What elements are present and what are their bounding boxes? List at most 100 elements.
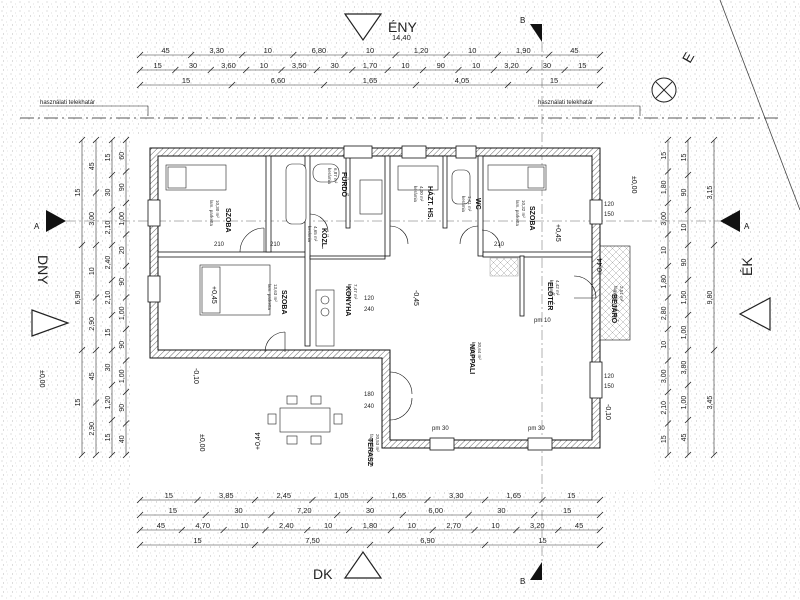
room-area: 7,47 m² — [353, 284, 358, 300]
section-a-left-label: A — [34, 222, 40, 231]
right-dim-col2-label: 10 — [681, 224, 688, 232]
top-dim-row2-tick — [525, 66, 533, 74]
bottom-dim-row2-label: 30 — [234, 506, 242, 515]
top-dim-row2-tick — [207, 66, 215, 74]
bottom-dim-row2-label: 30 — [497, 506, 505, 515]
compass-west-marker: DNY — [31, 255, 70, 337]
bottom-dim-row2-label: 15 — [563, 506, 571, 515]
left-dim-col2-tick — [108, 206, 116, 214]
interior-walls — [157, 155, 593, 347]
bottom-dim-row2-label: 6,00 — [428, 506, 443, 515]
top-dim-row1-label: 10 — [264, 46, 272, 55]
right-dim-col2-tick — [684, 381, 692, 389]
bottom-dim-row1-label: 1,65 — [391, 491, 406, 500]
bottom-dim-row3-label: 45 — [157, 521, 165, 530]
right-dim-col2-label: 1,00 — [681, 396, 688, 410]
left-dim-col3-tick — [122, 262, 130, 270]
top-dim-row3-tick — [596, 81, 604, 89]
left-dim-col3-tick — [122, 451, 130, 459]
opening-210-b: 210 — [270, 242, 281, 248]
left-dim-col2-label: 30 — [105, 364, 112, 372]
left-dim-col4-label: 15 — [75, 189, 82, 197]
level-outside-east: -0,10 — [604, 404, 611, 420]
opening-210-a: 210 — [214, 242, 225, 248]
right-dim-col1-label: 2,80 — [661, 306, 668, 320]
top-dim-row1-label: 45 — [570, 46, 578, 55]
level-zero-terrace: ±0,00 — [198, 434, 205, 452]
top-dim-row3-tick — [228, 81, 236, 89]
room-area: 4,65 m² — [313, 226, 318, 242]
bottom-dim-row1-tick — [366, 496, 374, 504]
left-dim-col4-tick — [78, 346, 86, 354]
bottom-dim-row4-tick — [596, 541, 604, 549]
opening-120-b: 120 — [604, 202, 615, 208]
top-dim-row1-label: 1,90 — [516, 46, 531, 55]
room-floor: kerámia — [347, 284, 352, 301]
bottom-dim-row1-tick — [251, 496, 259, 504]
right-dim-col2-tick — [684, 451, 692, 459]
level-zero-left: ±0,00 — [38, 370, 45, 388]
room-name: KONYHA — [344, 286, 351, 316]
room-name: SZOBA — [528, 206, 535, 231]
left-dim-col3-label: 40 — [119, 435, 126, 443]
bottom-dim-row2-tick — [136, 511, 144, 519]
bottom-dim-row3-label: 10 — [491, 521, 499, 530]
top-total-dimension: 14,40 — [392, 33, 411, 42]
bottom-dim-row3-label: 10 — [408, 521, 416, 530]
right-dim-col2-tick — [684, 206, 692, 214]
room-floor: lam. parketta — [209, 200, 214, 227]
room-name: KÖZL. — [320, 228, 329, 249]
top-dim-row3-tick — [320, 81, 328, 89]
sill-pm30-b: pm 30 — [528, 426, 545, 432]
right-dim-col2-tick — [684, 311, 692, 319]
bottom-dim-row2-tick — [399, 511, 407, 519]
bottom-dim-row3-label: 2,70 — [446, 521, 461, 530]
right-dim-col2-tick — [684, 346, 692, 354]
right-dim-col3-label: 9,80 — [707, 291, 714, 305]
right-dim-col1-label: 10 — [661, 246, 668, 254]
right-dim-col1-tick — [664, 420, 672, 427]
section-b-top: B — [520, 16, 542, 42]
bottom-dim-row4-tick — [251, 541, 259, 549]
bottom-dim-row1-label: 1,65 — [506, 491, 521, 500]
bottom-dim-row1-label: 3,30 — [449, 491, 464, 500]
top-dim-row3-label: 1,65 — [363, 76, 378, 85]
windows — [147, 145, 603, 451]
right-dim-col2-label: 45 — [681, 434, 688, 442]
room-area: 10,30 m² — [215, 200, 220, 218]
bottom-dim-row3-label: 4,70 — [195, 521, 210, 530]
right-dim-col1-label: 3,00 — [661, 212, 668, 226]
room-floor: kerámia — [549, 280, 554, 297]
bottom-dim-row4-label: 15 — [538, 536, 546, 545]
compass-north-marker: ÉNY — [343, 13, 417, 42]
left-dim-col1-tick — [92, 189, 100, 196]
top-dim-row2-label: 10 — [260, 61, 268, 70]
top-dim-row1-tick — [392, 51, 399, 59]
top-dim-row1-tick — [187, 51, 195, 59]
top-dim-row3-label: 15 — [182, 76, 190, 85]
opening-240-a: 240 — [364, 307, 375, 313]
opening-120-c: 120 — [604, 374, 615, 380]
bottom-dim-row3-label: 1,80 — [363, 521, 378, 530]
right-dim-col1-tick — [664, 294, 672, 301]
top-dim-row3-tick — [504, 81, 512, 89]
left-dim-col3-label: 1,00 — [119, 212, 126, 226]
top-dim-row2-label: 1,70 — [363, 61, 378, 70]
room-name: SZOBA — [224, 208, 231, 233]
right-dim-col3-tick — [710, 451, 718, 459]
top-dim-row2-label: 30 — [189, 61, 197, 70]
room-label-wc: WC 1,71 m² kerámia — [461, 196, 481, 213]
top-dim-row1-tick — [238, 51, 246, 59]
room-label-nappali: NAPPALI 30,64 m² kerámia — [468, 342, 482, 374]
left-dim-col3-tick — [122, 325, 130, 333]
level-bejaro: +0,44 — [597, 258, 604, 276]
room-name: WC — [474, 198, 481, 210]
left-dim-col2-tick — [108, 241, 116, 249]
section-b-top-label: B — [520, 16, 525, 25]
left-dim-col3-label: 90 — [119, 341, 126, 349]
top-dim-row3-tick — [136, 81, 144, 89]
room-name: SZOBA — [280, 290, 287, 315]
left-dim-col4-tick — [78, 136, 86, 144]
top-dim-row2-tick — [349, 66, 356, 74]
bottom-dim-row2-label: 7,20 — [297, 506, 312, 515]
